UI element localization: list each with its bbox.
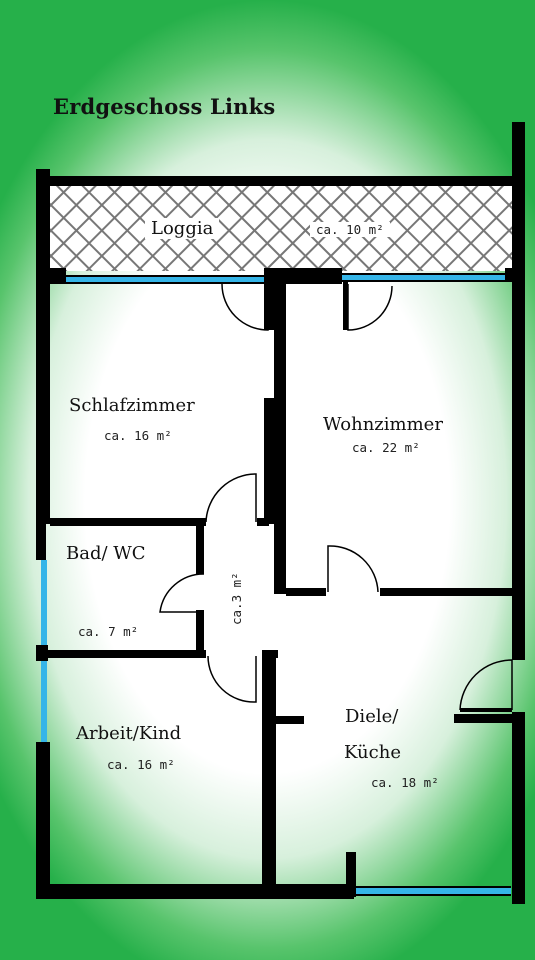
loggia-hatch <box>50 185 512 271</box>
room-area-schlafzimmer: ca. 16 m² <box>104 428 172 443</box>
windows <box>41 275 511 894</box>
page-title: Erdgeschoss Links <box>53 94 276 119</box>
room-area-loggia: ca. 10 m² <box>310 222 390 237</box>
door-swings <box>159 283 513 711</box>
room-label-bad: Bad/ WC <box>66 543 146 564</box>
room-label-schlafzimmer: Schlafzimmer <box>69 395 195 416</box>
room-label-wohnzimmer: Wohnzimmer <box>323 414 443 435</box>
room-area-diele: ca. 18 m² <box>371 775 439 790</box>
room-area-flur: ca.3 m² <box>229 572 244 625</box>
room-area-bad: ca. 7 m² <box>78 624 139 639</box>
room-label-arbeit: Arbeit/Kind <box>76 723 182 744</box>
room-label-diele-line2: Küche <box>344 742 401 763</box>
outer-walls <box>36 122 525 904</box>
interior-walls <box>46 268 515 886</box>
room-label-loggia: Loggia <box>145 218 220 239</box>
room-label-diele-line1: Diele/ <box>345 706 399 727</box>
window-frames <box>66 273 511 896</box>
room-area-arbeit: ca. 16 m² <box>107 757 175 772</box>
room-area-wohnzimmer: ca. 22 m² <box>352 440 420 455</box>
